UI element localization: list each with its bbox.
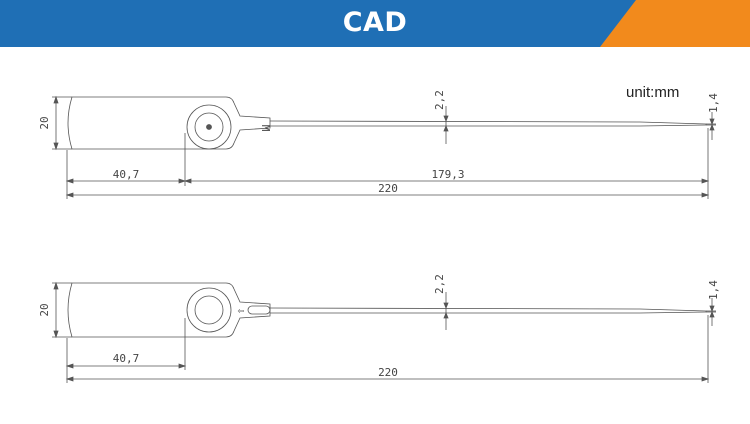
lock-outer-circle <box>186 104 232 150</box>
top-tail-length-label: 179,3 <box>431 168 464 181</box>
top-tail-length-dimension <box>183 178 710 184</box>
top-view-seal <box>67 96 707 150</box>
bottom-total-length-dimension <box>65 376 710 382</box>
bottom-tip-dimension <box>706 298 716 326</box>
header-banner: CAD <box>0 0 750 47</box>
bottom-view-seal <box>67 282 707 338</box>
top-total-length-label: 220 <box>378 182 398 195</box>
top-height-dimension <box>52 95 72 151</box>
bottom-tip-label: 1,4 <box>707 280 720 300</box>
bottom-head-length-dimension <box>65 363 187 369</box>
top-hole-label: 2,2 <box>433 90 446 110</box>
bottom-total-length-label: 220 <box>378 366 398 379</box>
lock-inner-circle <box>194 295 224 325</box>
bottom-height-label: 20 <box>38 303 51 316</box>
bottom-head-length-label: 40,7 <box>113 352 140 365</box>
bottom-hole-dimension <box>443 292 449 330</box>
unit-label: unit:mm <box>626 84 680 101</box>
top-tip-label: 1,4 <box>707 93 720 113</box>
lock-center-dot <box>206 124 212 130</box>
banner-title: CAD <box>342 7 408 38</box>
top-hole-dimension <box>443 106 449 144</box>
top-marker-glyph: M <box>259 125 272 132</box>
bottom-slot <box>247 305 271 315</box>
bottom-height-dimension <box>52 281 72 339</box>
bottom-marker-glyph: ⇦ <box>238 304 245 317</box>
bottom-hole-label: 2,2 <box>433 274 446 294</box>
top-head-length-label: 40,7 <box>113 168 140 181</box>
top-total-length-dimension <box>65 192 710 198</box>
lock-outer-circle <box>186 287 232 333</box>
top-head-length-dimension <box>65 178 187 184</box>
lock-inner-circle <box>194 112 224 142</box>
top-height-label: 20 <box>38 116 51 129</box>
top-tip-dimension <box>706 112 716 140</box>
